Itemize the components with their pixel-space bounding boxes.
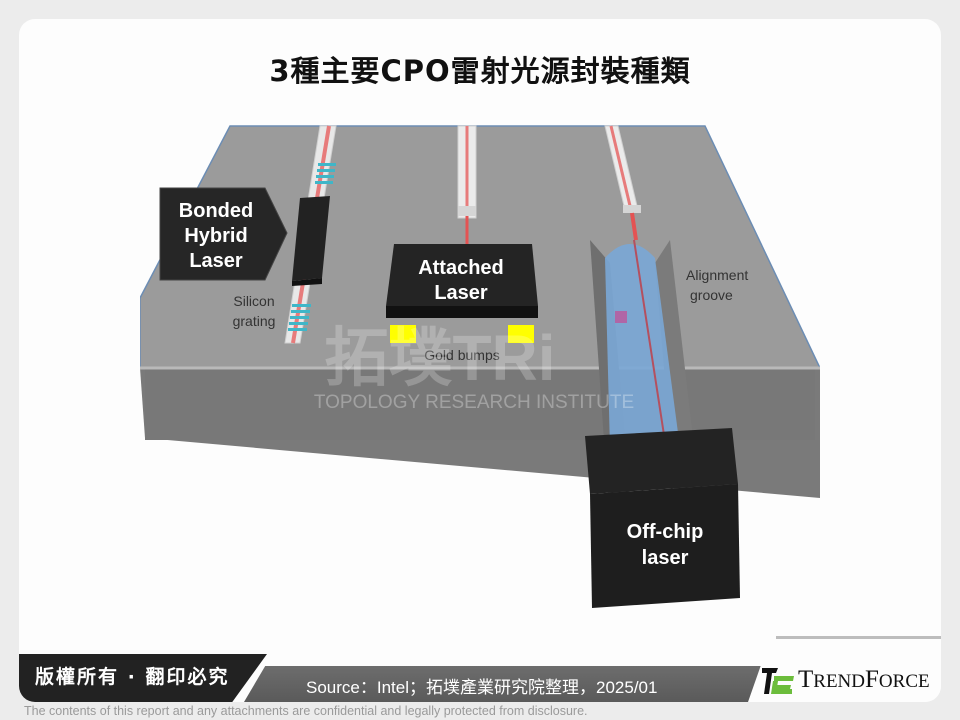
bonded-hybrid-label-box bbox=[159, 187, 288, 281]
source-citation: Source：Intel；拓墣產業研究院整理，2025/01 bbox=[306, 678, 658, 697]
slide-title: 3種主要CPO雷射光源封裝種類 bbox=[269, 54, 691, 88]
svg-text:Silicon: Silicon bbox=[233, 293, 274, 309]
trendforce-logo-text: TRENDFORCE bbox=[798, 666, 930, 693]
attached-laser-block bbox=[386, 244, 538, 306]
source-band bbox=[244, 666, 774, 702]
svg-text:Gold bumps: Gold bumps bbox=[424, 347, 499, 363]
bonded-label-line2: Hybrid bbox=[184, 225, 247, 247]
watermark-logo: 拓墣TRi bbox=[324, 322, 555, 394]
grating-bottom bbox=[288, 304, 311, 331]
bonded-label-line3: Laser bbox=[189, 250, 243, 272]
disclaimer: The contents of this report and any atta… bbox=[24, 704, 588, 718]
svg-text:groove: groove bbox=[690, 287, 733, 303]
trendforce-logo-icon bbox=[762, 668, 794, 694]
grating-top bbox=[315, 163, 336, 184]
off-chip-laser-block bbox=[585, 428, 738, 494]
svg-text:Off-chip: Off-chip bbox=[627, 521, 704, 543]
svg-text:laser: laser bbox=[642, 547, 689, 569]
watermark-text: TOPOLOGY RESEARCH INSTITUTE bbox=[314, 392, 634, 413]
logo-divider bbox=[776, 636, 941, 639]
svg-text:grating: grating bbox=[233, 313, 276, 329]
optical-fiber bbox=[605, 244, 680, 448]
gold-bump-left bbox=[390, 325, 416, 343]
svg-text:Attached: Attached bbox=[418, 257, 504, 279]
bonded-label-line1: Bonded bbox=[179, 200, 253, 222]
svg-text:Laser: Laser bbox=[434, 282, 488, 304]
copyright-notice: 版權所有 · 翻印必究 bbox=[19, 654, 267, 702]
gold-bump-right bbox=[508, 325, 534, 343]
cpo-laser-packaging-diagram: Bonded Hybrid Laser Silicon grating Atta… bbox=[140, 118, 820, 608]
svg-text:Alignment: Alignment bbox=[686, 267, 748, 283]
